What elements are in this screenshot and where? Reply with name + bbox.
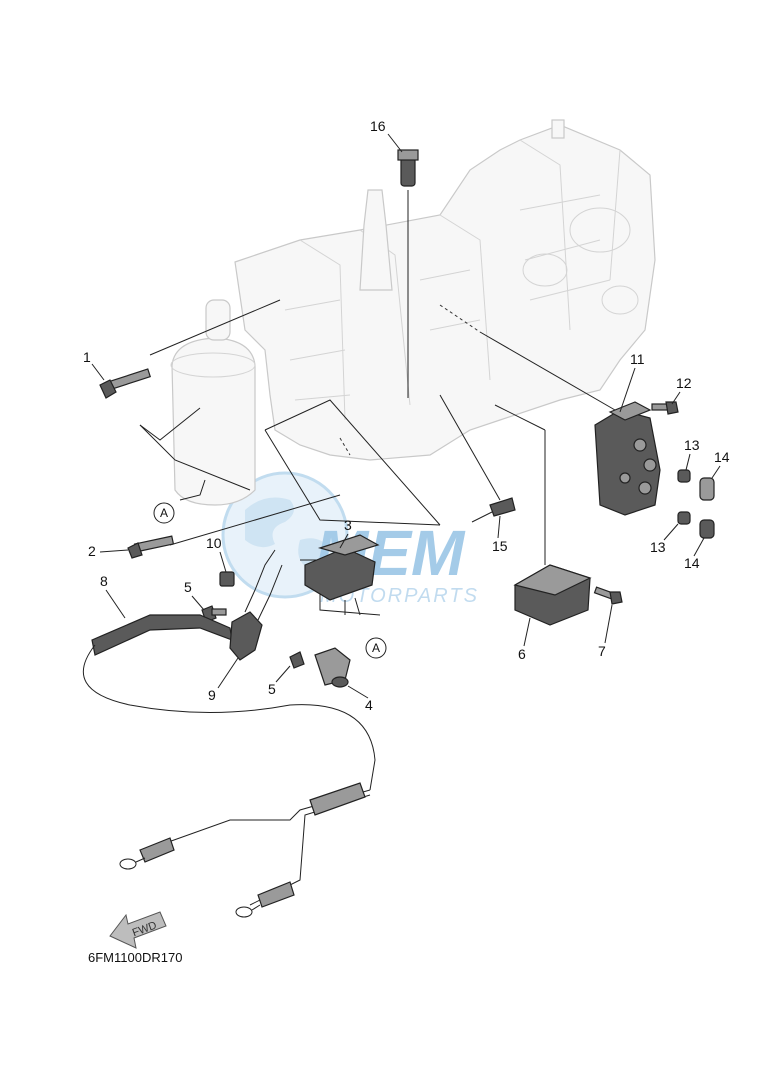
battery-cable bbox=[82, 644, 376, 918]
callout-4: 4 bbox=[365, 697, 373, 713]
callout-13b: 13 bbox=[650, 539, 666, 555]
bolt-5b bbox=[289, 651, 305, 669]
bracket-part bbox=[91, 614, 233, 656]
cable-tie bbox=[471, 497, 516, 523]
callout-12: 12 bbox=[676, 375, 692, 391]
svg-text:A: A bbox=[372, 641, 380, 655]
bolt-12 bbox=[651, 401, 679, 415]
cdi-unit bbox=[594, 401, 661, 516]
callout-13a: 13 bbox=[684, 437, 700, 453]
callout-10: 10 bbox=[206, 535, 222, 551]
engine-block-ghost bbox=[170, 119, 656, 506]
leader-lines bbox=[139, 190, 616, 616]
callout-11: 11 bbox=[630, 351, 645, 367]
svg-text:A: A bbox=[160, 506, 168, 520]
callout-7: 7 bbox=[598, 643, 606, 659]
cap-13b bbox=[677, 511, 691, 525]
part-cap bbox=[397, 149, 419, 187]
callout-14b: 14 bbox=[684, 555, 700, 571]
callout-14a: 14 bbox=[714, 449, 730, 465]
callout-6: 6 bbox=[518, 646, 526, 662]
cap-14b bbox=[699, 519, 715, 539]
ref-marker-a-1: A bbox=[153, 502, 175, 524]
ref-marker-a-2: A bbox=[365, 637, 387, 659]
callout-5b: 5 bbox=[268, 681, 276, 697]
control-module bbox=[513, 564, 592, 626]
cable-clamp bbox=[229, 549, 283, 661]
bolt-1 bbox=[99, 368, 152, 399]
regulator-part bbox=[304, 534, 380, 616]
callouts: 1 2 3 4 5 5 6 7 8 9 10 11 12 13 13 14 14… bbox=[83, 118, 730, 713]
fwd-arrow-icon: FWD bbox=[109, 911, 167, 949]
diagram-code: 6FM1100DR170 bbox=[88, 950, 182, 965]
callout-9: 9 bbox=[208, 687, 216, 703]
callout-3: 3 bbox=[344, 517, 352, 533]
bolt-7 bbox=[593, 586, 623, 605]
nut-10 bbox=[219, 571, 235, 587]
callout-1: 1 bbox=[83, 349, 91, 365]
callout-15: 15 bbox=[492, 538, 508, 554]
watermark: MEM MOTORPARTS bbox=[221, 471, 479, 607]
callout-8: 8 bbox=[100, 573, 108, 589]
part-boot bbox=[314, 647, 351, 688]
cap-13a bbox=[677, 469, 691, 483]
cap-14a bbox=[699, 477, 715, 501]
callout-2: 2 bbox=[88, 543, 96, 559]
callout-16: 16 bbox=[370, 118, 386, 134]
watermark-sub: MOTORPARTS bbox=[320, 585, 479, 607]
bolt-2 bbox=[127, 535, 175, 559]
callout-5a: 5 bbox=[184, 579, 192, 595]
